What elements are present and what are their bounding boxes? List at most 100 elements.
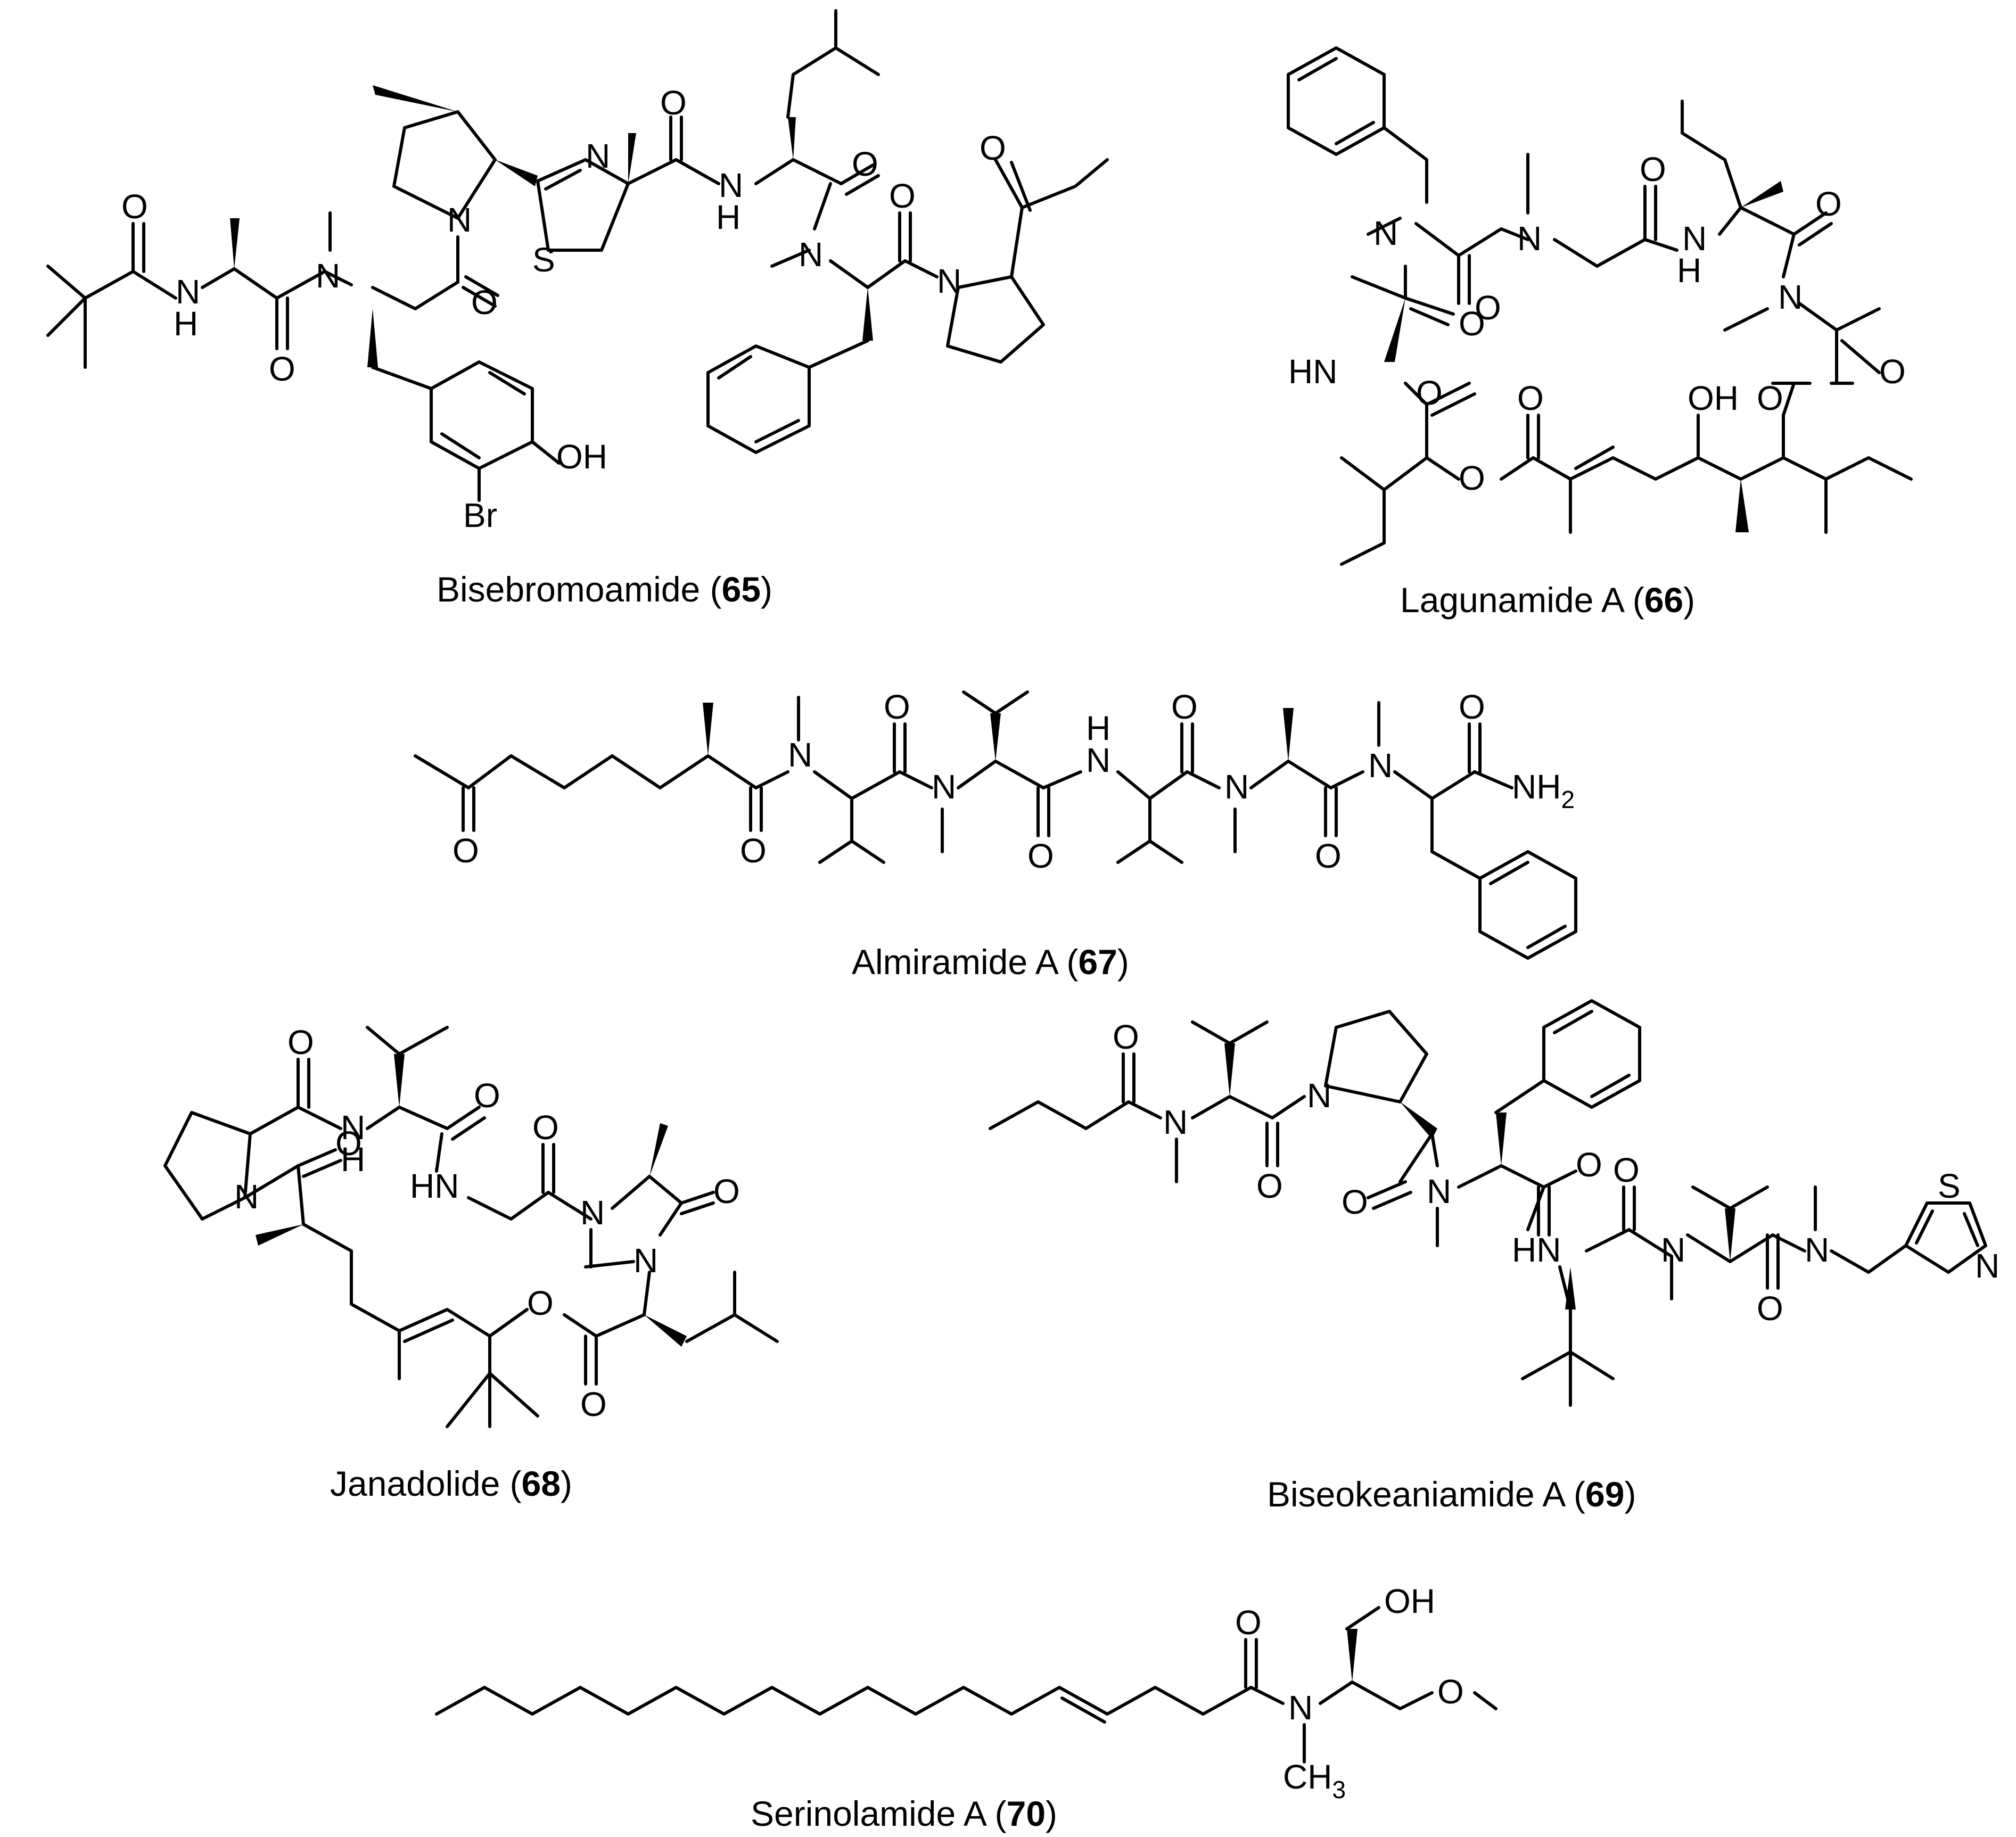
- svg-text:CH3: CH3: [1283, 1758, 1346, 1803]
- svg-text:O: O: [889, 177, 916, 215]
- atoms-almiramide-a: O O N O N O N H O N O N O NH2: [452, 688, 1575, 875]
- svg-text:O: O: [713, 1172, 740, 1210]
- svg-text:N: N: [633, 1241, 658, 1280]
- svg-text:O: O: [580, 1385, 607, 1423]
- svg-text:H: H: [174, 304, 198, 343]
- svg-text:N: N: [719, 166, 743, 204]
- svg-text:N: N: [1805, 1231, 1829, 1269]
- svg-text:O: O: [1113, 1018, 1139, 1056]
- svg-text:O: O: [1757, 1289, 1783, 1328]
- svg-text:N: N: [1086, 741, 1110, 779]
- structure-biseokeaniamide-a: [989, 999, 1987, 1407]
- caption-69: Biseokeaniamide A (69): [1267, 1474, 1636, 1514]
- svg-text:O: O: [1235, 1603, 1262, 1642]
- structure-serinolamide-a: [435, 1606, 1497, 1764]
- svg-text:O: O: [1640, 150, 1666, 188]
- svg-text:O: O: [1475, 289, 1501, 327]
- svg-text:N: N: [788, 736, 812, 774]
- svg-text:O: O: [269, 350, 295, 388]
- svg-text:OH: OH: [556, 438, 607, 476]
- svg-text:O: O: [1613, 1151, 1640, 1189]
- svg-text:O: O: [532, 1108, 559, 1147]
- caption-70: Serinolamide A (70): [751, 1794, 1057, 1833]
- svg-text:O: O: [884, 688, 910, 726]
- svg-text:O: O: [852, 145, 878, 183]
- svg-text:O: O: [1459, 304, 1485, 343]
- svg-text:N: N: [932, 768, 956, 806]
- structure-lagunamide-a: [1287, 46, 1913, 566]
- svg-text:O: O: [335, 1124, 362, 1163]
- svg-text:H: H: [1086, 709, 1110, 747]
- caption-66: Lagunamide A (66): [1400, 580, 1695, 620]
- svg-text:N: N: [1368, 746, 1393, 785]
- svg-text:N: N: [1163, 1103, 1188, 1141]
- atoms-serinolamide-a: O N CH3 OH O: [1235, 1582, 1464, 1803]
- svg-text:N: N: [176, 273, 200, 311]
- svg-text:O: O: [1315, 837, 1342, 875]
- svg-text:S: S: [1938, 1167, 1961, 1205]
- svg-text:O: O: [660, 84, 687, 122]
- svg-text:N: N: [799, 235, 823, 274]
- svg-text:O: O: [1815, 185, 1842, 223]
- atoms-lagunamide-a: N O N O N H O N O O HN O O O OH O: [1288, 150, 1906, 497]
- svg-text:O: O: [980, 129, 1006, 167]
- svg-text:O: O: [1027, 837, 1054, 875]
- svg-text:N: N: [586, 137, 610, 175]
- svg-text:O: O: [452, 831, 479, 870]
- svg-text:OH: OH: [1384, 1582, 1435, 1620]
- svg-text:H: H: [716, 198, 740, 236]
- svg-text:N: N: [937, 262, 961, 300]
- svg-text:N: N: [1427, 1172, 1451, 1210]
- svg-text:O: O: [1459, 688, 1485, 726]
- caption-68: Janadolide (68): [330, 1464, 572, 1503]
- structure-almiramide-a: [414, 690, 1577, 960]
- svg-text:HN: HN: [1288, 352, 1337, 391]
- svg-text:NH2: NH2: [1512, 768, 1575, 813]
- structure-janadolide: [163, 1026, 779, 1428]
- caption-65: Bisebromoamide (65): [437, 570, 772, 609]
- svg-text:H: H: [341, 1140, 365, 1179]
- svg-text:N: N: [234, 1177, 259, 1216]
- svg-text:O: O: [1576, 1146, 1602, 1184]
- svg-text:N: N: [1307, 1076, 1331, 1115]
- svg-text:OH: OH: [1688, 379, 1739, 417]
- svg-text:N: N: [447, 201, 472, 239]
- svg-text:N: N: [1778, 278, 1803, 316]
- svg-text:O: O: [1757, 379, 1783, 417]
- svg-text:N: N: [1288, 1688, 1313, 1727]
- svg-text:O: O: [1256, 1167, 1283, 1205]
- atoms-bisebromoamide: O N H O N O N OH Br N S O N H O N O N O: [121, 84, 1006, 534]
- svg-text:N: N: [1661, 1231, 1685, 1269]
- svg-text:O: O: [740, 831, 767, 870]
- svg-text:N: N: [580, 1193, 605, 1232]
- svg-text:O: O: [121, 187, 148, 226]
- svg-text:N: N: [1517, 219, 1542, 258]
- svg-text:O: O: [1437, 1673, 1464, 1711]
- structure-bisebromoamide: [46, 9, 1109, 502]
- svg-text:H: H: [1677, 251, 1701, 290]
- svg-text:N: N: [341, 1108, 365, 1147]
- atoms-janadolide: O N H N O HN O N O N O O O: [234, 1023, 740, 1423]
- atoms-biseokeaniamide-a: O N O N O N O HN O N O N S N: [1113, 1018, 1999, 1328]
- svg-text:HN: HN: [410, 1167, 459, 1205]
- svg-text:O: O: [287, 1023, 314, 1061]
- svg-text:HN: HN: [1512, 1231, 1561, 1269]
- svg-text:N: N: [1975, 1247, 1999, 1285]
- svg-text:Br: Br: [463, 496, 497, 534]
- svg-text:N: N: [1224, 768, 1249, 806]
- svg-text:O: O: [1517, 379, 1544, 417]
- svg-text:N: N: [1373, 214, 1398, 252]
- svg-text:O: O: [527, 1284, 554, 1322]
- svg-text:S: S: [532, 241, 555, 279]
- svg-text:O: O: [1459, 459, 1485, 497]
- svg-text:N: N: [1682, 219, 1707, 258]
- svg-text:N: N: [316, 257, 340, 295]
- caption-67: Almiramide A (67): [852, 942, 1129, 982]
- svg-text:O: O: [471, 283, 498, 322]
- svg-text:O: O: [1342, 1183, 1368, 1221]
- svg-text:O: O: [1879, 352, 1906, 391]
- svg-text:O: O: [474, 1076, 500, 1115]
- svg-text:O: O: [1416, 374, 1443, 412]
- svg-text:O: O: [1171, 688, 1198, 726]
